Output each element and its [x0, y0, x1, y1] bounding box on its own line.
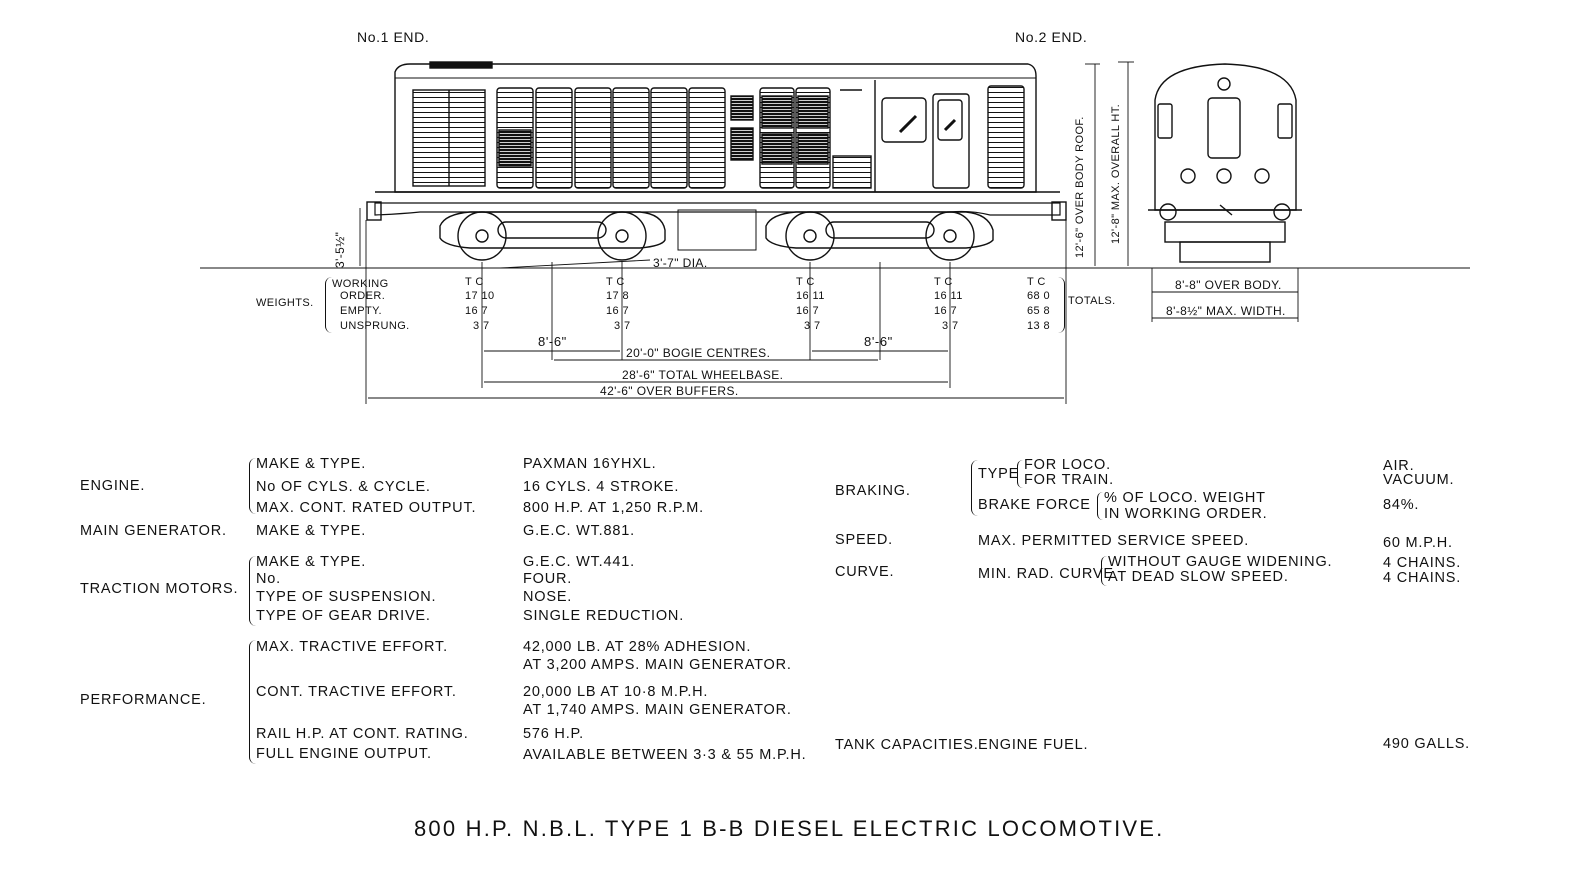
totals-label: TOTALS. — [1068, 295, 1116, 307]
locomotive-drawing — [200, 61, 1470, 404]
traction-motors-label: TRACTION MOTORS. — [80, 581, 239, 597]
main-generator-label: MAIN GENERATOR. — [80, 523, 227, 539]
bogie-right — [765, 211, 994, 261]
no1-end-label: No.1 END. — [357, 29, 430, 45]
engine-label: ENGINE. — [80, 478, 146, 494]
weights-row-empty: EMPTY. — [340, 305, 382, 317]
buffer-left — [366, 201, 382, 221]
wheel-dia-label: 3'-7" DIA. — [653, 256, 708, 270]
side-elevation — [200, 61, 1470, 269]
drawing-title: 800 H.P. N.B.L. TYPE 1 B-B DIESEL ELECTR… — [414, 816, 1165, 841]
max-overall-ht-label: 12'-8" MAX. OVERALL HT. — [1110, 103, 1122, 244]
fuel-tank — [677, 209, 757, 251]
cab-window — [881, 97, 927, 143]
bogie-centres-label: 20'-0" BOGIE CENTRES. — [626, 346, 771, 360]
cab-door — [932, 93, 970, 189]
no2-end-label: No.2 END. — [1015, 29, 1088, 45]
over-body-roof-label: 12'-6" OVER BODY ROOF. — [1074, 116, 1086, 258]
end-elevation — [1148, 63, 1302, 263]
loco-body — [394, 63, 1037, 193]
buffer-right — [1051, 201, 1067, 221]
totals-brace — [1058, 277, 1065, 333]
bogie-wb-right-label: 8'-6" — [864, 334, 893, 349]
total-wheelbase-label: 28'-6" TOTAL WHEELBASE. — [622, 368, 784, 382]
over-body-label: 8'-8" OVER BODY. — [1175, 278, 1282, 292]
bogie-left — [439, 211, 666, 261]
dimension-lines — [359, 61, 1299, 404]
weights-brace — [325, 277, 332, 333]
weights-row-order: ORDER. — [340, 290, 386, 302]
weights-row-working: WORKING — [332, 278, 389, 290]
over-buffers-label: 42'-6" OVER BUFFERS. — [600, 384, 739, 398]
bogie-wb-left-label: 8'-6" — [538, 334, 567, 349]
max-width-label: 8'-8½" MAX. WIDTH. — [1166, 304, 1286, 318]
braking-label: BRAKING. — [835, 483, 911, 499]
weights-row-unsprung: UNSPRUNG. — [340, 320, 410, 332]
tank-capacities-label: TANK CAPACITIES. — [835, 737, 979, 753]
buffer-height-label: 3'-5½" — [333, 231, 347, 268]
speed-label: SPEED. — [835, 532, 893, 548]
performance-label: PERFORMANCE. — [80, 692, 207, 708]
weights-label: WEIGHTS. — [256, 297, 314, 309]
curve-label: CURVE. — [835, 564, 895, 580]
